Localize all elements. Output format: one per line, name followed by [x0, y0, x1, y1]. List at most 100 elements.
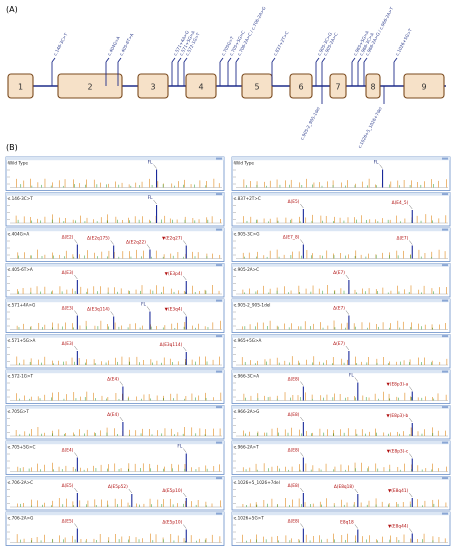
variant-label-above: c.146-3C>T	[52, 32, 68, 57]
peak-annotation: Δ(E7)	[333, 341, 345, 347]
track-header-bar	[6, 405, 224, 409]
electropherogram-track: c.905-3C>G Δ(E7_8) Δ(E7)	[231, 227, 451, 262]
track-title: c.705+5G>C	[8, 445, 36, 450]
track-window-button[interactable]	[216, 264, 222, 267]
track-header-bar	[232, 299, 450, 303]
track-title: c.571+5G>A	[8, 338, 36, 343]
track-header-bar	[6, 476, 224, 480]
peak-annotation: Δ(E3q114)	[160, 342, 183, 348]
track-window-button[interactable]	[216, 477, 222, 480]
electropherogram-track: c.965+5G>A Δ(E7)	[231, 334, 451, 369]
track-title: c.705G>T	[8, 409, 29, 414]
electropherogram-track: c.572-1G>TΔ(E4)	[5, 369, 225, 404]
peak-annotation: Δ(E8)	[288, 448, 300, 454]
peak-annotation: Δ(E2)	[62, 235, 74, 241]
variant-label-below: c.905-2_905-1del	[299, 106, 321, 141]
track-frame	[5, 369, 225, 404]
peak-annotation: ▼(E3p4)	[165, 271, 183, 277]
track-window-button[interactable]	[442, 228, 448, 231]
annotation-leader	[300, 381, 304, 386]
track-window-button[interactable]	[442, 299, 448, 302]
electropherogram-track: c.705G>T Δ(E4)	[5, 405, 225, 440]
electropherogram-track: c.705+5G>CΔ(E4)FL	[5, 440, 225, 475]
track-header-bar	[6, 370, 224, 374]
annotation-leader	[183, 524, 187, 529]
electropherogram-track: c.837+2T>CΔ(E5)Δ(E4_5)	[231, 192, 451, 227]
track-window-button[interactable]	[442, 406, 448, 409]
annotation-leader	[379, 164, 383, 169]
annotation-leader	[74, 345, 78, 351]
track-window-button[interactable]	[442, 441, 448, 444]
track-window-button[interactable]	[442, 157, 448, 160]
exon-label-6: 6	[298, 83, 303, 92]
track-window-button[interactable]	[216, 406, 222, 409]
peak-annotation: Δ(E7)	[333, 306, 345, 312]
exon-box-3	[137, 73, 169, 99]
annotation-leader	[146, 306, 151, 311]
track-window-button[interactable]	[216, 512, 222, 515]
exon-box-1	[7, 73, 34, 99]
track-window-button[interactable]	[216, 441, 222, 444]
peak-annotation: Δ(E2q22)	[126, 240, 146, 246]
track-window-button[interactable]	[442, 512, 448, 515]
track-window-button[interactable]	[442, 370, 448, 373]
exon-box-6	[289, 73, 313, 99]
peak-annotation: Δ(E3q114)	[87, 307, 110, 313]
track-title: c.905-2_905-1del	[234, 303, 270, 308]
track-header-bar	[232, 228, 450, 232]
track-title: c.905-2A>C	[234, 267, 259, 272]
track-window-button[interactable]	[442, 477, 448, 480]
electropherogram-track: c.706-2A>GΔ(E5)Δ(E5p10)	[5, 511, 225, 546]
track-window-button[interactable]	[442, 193, 448, 196]
track-frame	[5, 405, 225, 440]
annotation-leader	[300, 452, 304, 457]
track-frame	[231, 405, 451, 440]
exon-label-3: 3	[150, 83, 155, 92]
electropherogram-track: c.404G>AΔ(E2)Δ(E2q175)Δ(E2q22)▼(E2q27)	[5, 227, 225, 262]
annotation-leader	[119, 381, 124, 386]
track-window-button[interactable]	[216, 299, 222, 302]
exon-box-7	[329, 73, 347, 99]
track-window-button[interactable]	[216, 157, 222, 160]
peak-annotation: Δ(E8)	[288, 519, 300, 525]
exon-box-9	[403, 73, 445, 99]
electropherogram-track: c.1026+5G>TΔ(E8)E8q18▼(E8q44)	[231, 511, 451, 546]
track-title: c.905-3C>G	[234, 232, 259, 237]
variant-tick-elbow	[315, 57, 320, 63]
electropherogram-track: c.571+4A>GΔ(E3)Δ(E3q114)FL▼(E3q4)	[5, 298, 225, 333]
variant-tick-elbow	[227, 57, 232, 63]
peak-annotation: Δ(E3)	[62, 341, 74, 347]
track-window-button[interactable]	[442, 264, 448, 267]
track-window-button[interactable]	[216, 335, 222, 338]
track-window-button[interactable]	[442, 335, 448, 338]
track-window-button[interactable]	[216, 193, 222, 196]
track-header-bar	[6, 157, 224, 161]
annotation-leader	[74, 487, 78, 493]
annotation-leader	[74, 274, 78, 280]
peak-annotation: Δ(E5)	[62, 483, 74, 489]
track-window-button[interactable]	[216, 228, 222, 231]
track-window-button[interactable]	[216, 370, 222, 373]
variant-label-below: c.1026+5_1026+7del	[357, 106, 383, 149]
electropherogram-track: c.706-2A>CΔ(E5)Δ(E5p52)Δ(E5p10)	[5, 476, 225, 511]
variant-tick-elbow	[117, 57, 122, 63]
annotation-leader	[119, 416, 124, 422]
track-title: c.405-6T>A	[8, 267, 33, 272]
annotation-leader	[153, 164, 157, 169]
peak-annotation: Δ(E4)	[107, 412, 119, 418]
exon-label-1: 1	[18, 83, 23, 92]
electropherogram-track: c.966-3C>AΔ(E8)FL▼(E8p3)-a	[231, 369, 451, 404]
annotation-leader	[300, 523, 304, 528]
annotation-leader	[354, 524, 358, 529]
peak-annotation: Δ(E7)	[333, 270, 345, 276]
annotation-leader	[183, 275, 187, 281]
track-header-bar	[232, 476, 450, 480]
annotation-leader	[409, 492, 413, 498]
peak-annotation: Δ(E7_8)	[283, 235, 300, 241]
peak-annotation: Δ(E7)	[397, 236, 409, 242]
track-title: c.965+5G>A	[234, 338, 262, 343]
peak-annotation: ▼(E8p3)-b	[386, 413, 408, 419]
